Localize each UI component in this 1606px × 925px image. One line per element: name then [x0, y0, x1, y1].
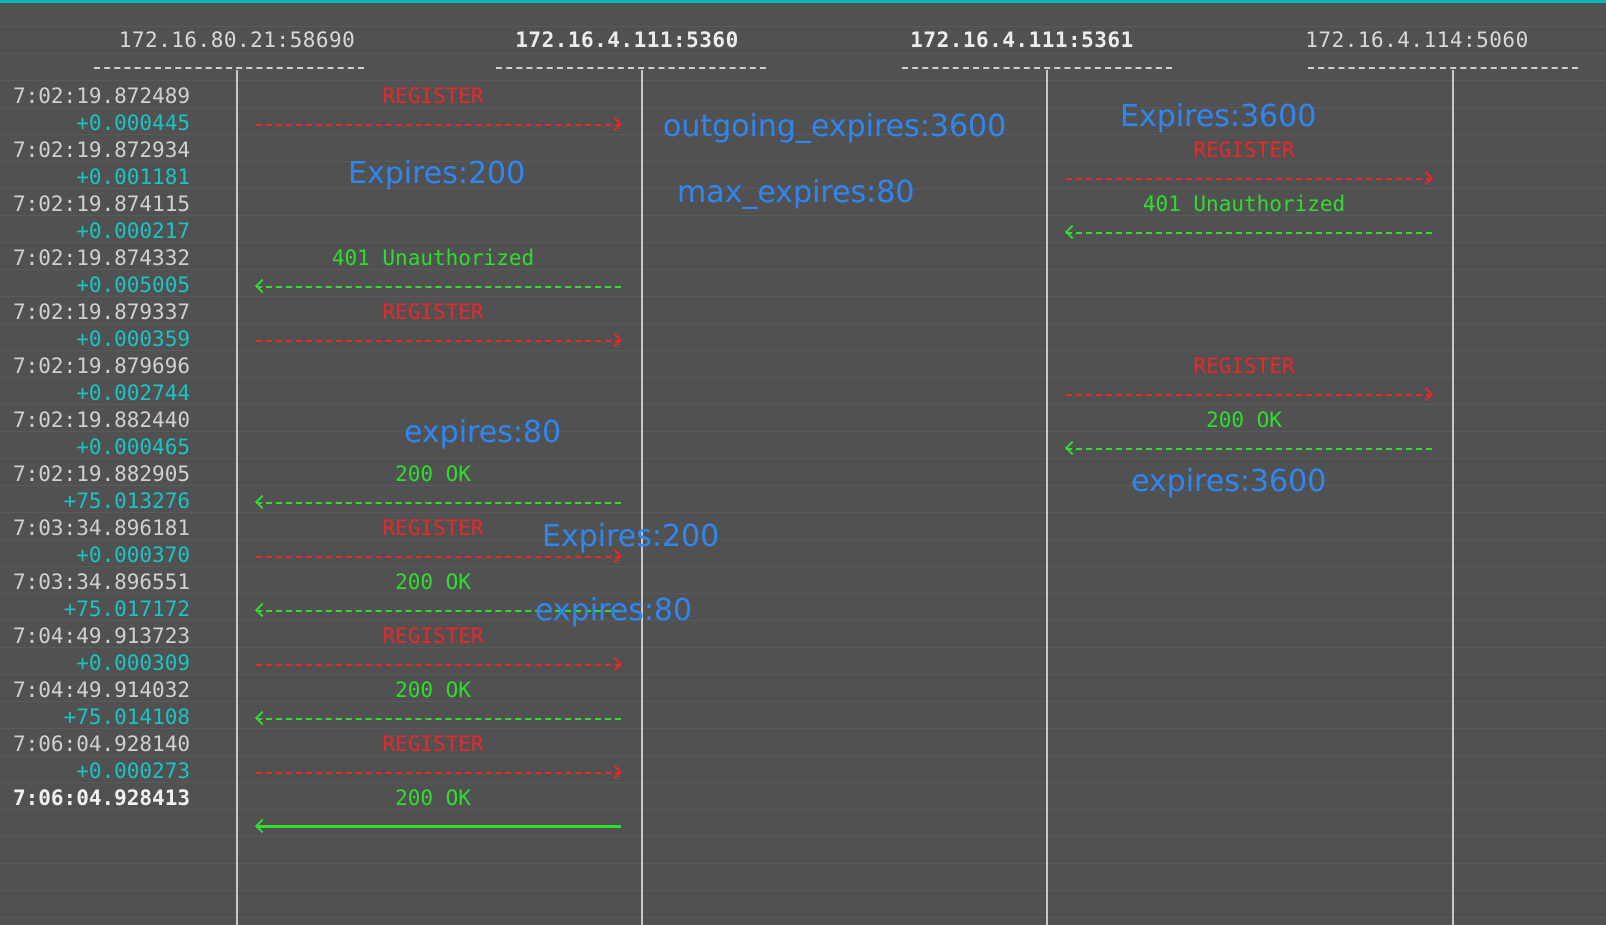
annotation-text: Expires:200: [348, 156, 526, 191]
response-arrow[interactable]: [254, 710, 621, 726]
host-header: 172.16.4.111:5360: [515, 28, 739, 52]
timestamp[interactable]: 7:02:19.879337: [12, 300, 190, 324]
response-arrow-selected[interactable]: [254, 818, 621, 834]
time-delta: +0.000370: [76, 543, 190, 567]
message-label[interactable]: REGISTER: [382, 84, 484, 108]
top-accent-bar: [0, 0, 1606, 3]
host-header: 172.16.4.114:5060: [1305, 28, 1529, 52]
message-label-selected[interactable]: 200 OK: [395, 786, 471, 810]
response-arrow[interactable]: [1064, 440, 1432, 456]
timestamp[interactable]: 7:04:49.914032: [12, 678, 190, 702]
message-label[interactable]: 200 OK: [395, 678, 471, 702]
message-label[interactable]: REGISTER: [1193, 138, 1295, 162]
message-label[interactable]: REGISTER: [382, 300, 484, 324]
message-label[interactable]: REGISTER: [382, 732, 484, 756]
annotation-text: expires:3600: [1131, 464, 1327, 499]
annotation-text: Expires:3600: [1120, 99, 1317, 134]
request-arrow[interactable]: [256, 332, 623, 348]
time-delta: +0.000217: [76, 219, 190, 243]
timestamp[interactable]: 7:04:49.913723: [12, 624, 190, 648]
time-delta: +75.013276: [63, 489, 190, 513]
time-delta: +0.000465: [76, 435, 190, 459]
time-delta: +0.000445: [76, 111, 190, 135]
request-arrow[interactable]: [256, 764, 623, 780]
host-header: 172.16.80.21:58690: [118, 28, 356, 52]
annotation-text: expires:80: [404, 415, 562, 450]
timestamp[interactable]: 7:02:19.882905: [12, 462, 190, 486]
message-label[interactable]: REGISTER: [382, 516, 484, 540]
response-arrow[interactable]: [254, 278, 621, 294]
timestamp[interactable]: 7:02:19.879696: [12, 354, 190, 378]
lifeline: [1452, 70, 1454, 925]
message-label[interactable]: REGISTER: [1193, 354, 1295, 378]
timestamp[interactable]: 7:03:34.896181: [12, 516, 190, 540]
time-delta: +0.001181: [76, 165, 190, 189]
lifeline: [641, 70, 643, 925]
timestamp[interactable]: 7:03:34.896551: [12, 570, 190, 594]
time-delta: +0.000309: [76, 651, 190, 675]
message-label[interactable]: 200 OK: [1206, 408, 1282, 432]
time-delta: +0.000273: [76, 759, 190, 783]
response-arrow[interactable]: [1064, 224, 1432, 240]
annotation-text: outgoing_expires:3600: [663, 109, 1007, 144]
response-arrow[interactable]: [254, 494, 621, 510]
host-underline: [902, 67, 1172, 69]
timestamp[interactable]: 7:02:19.882440: [12, 408, 190, 432]
host-underline: [94, 67, 364, 69]
annotation-text: expires:80: [535, 593, 693, 628]
timestamp[interactable]: 7:06:04.928140: [12, 732, 190, 756]
request-arrow[interactable]: [256, 656, 623, 672]
timestamp[interactable]: 7:02:19.872934: [12, 138, 190, 162]
response-arrow[interactable]: [254, 602, 621, 618]
request-arrow[interactable]: [256, 548, 623, 564]
lifeline: [236, 70, 238, 925]
message-label[interactable]: 401 Unauthorized: [1142, 192, 1346, 216]
time-delta: +0.000359: [76, 327, 190, 351]
message-label[interactable]: REGISTER: [382, 624, 484, 648]
request-arrow[interactable]: [256, 116, 623, 132]
timestamp[interactable]: 7:02:19.874115: [12, 192, 190, 216]
time-delta: +75.014108: [63, 705, 190, 729]
host-underline: [496, 67, 766, 69]
message-label[interactable]: 200 OK: [395, 570, 471, 594]
request-arrow[interactable]: [1066, 386, 1434, 402]
time-delta: +0.005005: [76, 273, 190, 297]
request-arrow[interactable]: [1066, 170, 1434, 186]
host-underline: [1308, 67, 1578, 69]
time-delta: +75.017172: [63, 597, 190, 621]
message-label[interactable]: 200 OK: [395, 462, 471, 486]
message-label[interactable]: 401 Unauthorized: [331, 246, 535, 270]
annotation-text: Expires:200: [542, 519, 720, 554]
timestamp[interactable]: 7:02:19.872489: [12, 84, 190, 108]
annotation-text: max_expires:80: [677, 175, 915, 210]
host-header: 172.16.4.111:5361: [910, 28, 1134, 52]
timestamp-selected[interactable]: 7:06:04.928413: [12, 786, 190, 810]
timestamp[interactable]: 7:02:19.874332: [12, 246, 190, 270]
time-delta: +0.002744: [76, 381, 190, 405]
lifeline: [1046, 70, 1048, 925]
